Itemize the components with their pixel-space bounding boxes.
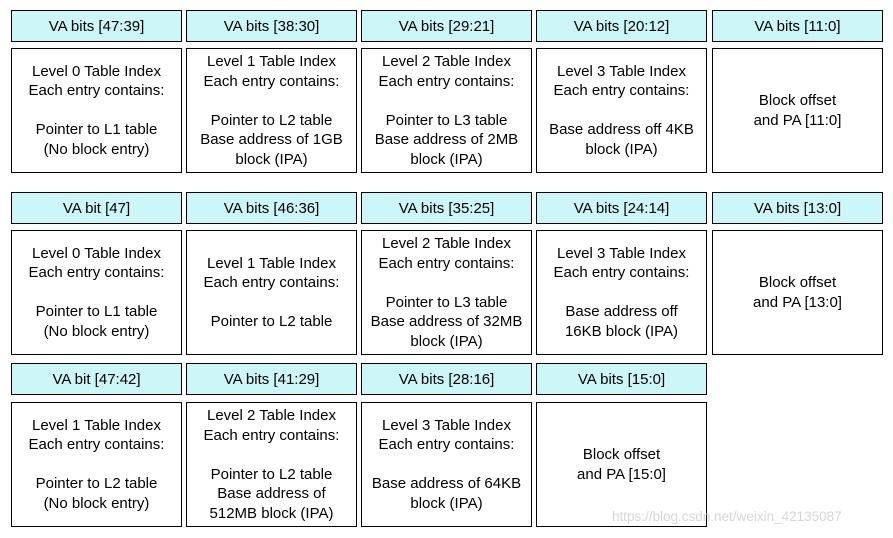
cell-line: Each entry contains:	[28, 436, 165, 454]
cell-line: Each entry contains:	[378, 72, 515, 90]
cell-line: Level 3 Table Index	[557, 244, 686, 262]
cell-line: Pointer to L2 table	[210, 313, 333, 330]
cell-line: Level 3 Table Index	[382, 416, 511, 434]
cell-line: Level 0 Table Index	[32, 62, 161, 80]
cell-line: Level 2 Table Index	[207, 407, 336, 424]
header-va-bits-47-39: VA bits [47:39]	[11, 10, 182, 42]
cell-line: Level 1 Table Index	[32, 416, 161, 434]
cell-line: Pointer to L2 table	[35, 475, 158, 493]
header-va-bits-46-36: VA bits [46:36]	[186, 192, 357, 224]
header-va-bits-29-21: VA bits [29:21]	[361, 10, 532, 42]
header-va-bits-24-14: VA bits [24:14]	[536, 192, 707, 224]
cell-line: block (IPA)	[585, 140, 658, 158]
cell-line: Block offset	[758, 92, 837, 109]
header-va-bits-41-29: VA bits [41:29]	[186, 363, 357, 395]
cell-line: Level 1 Table Index	[207, 254, 336, 272]
cell-line: Level 2 Table Index	[382, 53, 511, 70]
cell-line: and PA [11:0]	[753, 111, 842, 129]
cell-line: Level 3 Table Index	[557, 62, 686, 80]
cell-line: Pointer to L2 table	[210, 111, 333, 129]
header-va-bits-35-25: VA bits [35:25]	[361, 192, 532, 224]
cell-line: Each entry contains:	[28, 264, 165, 282]
level2-table-index-cell: Level 2 Table Index Each entry contains:…	[186, 402, 357, 527]
cell-line: Each entry contains:	[553, 82, 690, 100]
cell-line: block (IPA)	[410, 494, 483, 512]
cell-line: Pointer to L2 table	[210, 465, 333, 483]
level2-table-index-cell: Level 2 Table Index Each entry contains:…	[361, 48, 532, 173]
cell-line: Level 0 Table Index	[32, 244, 161, 262]
cell-line: Block offset	[758, 274, 837, 291]
cell-line: 16KB block (IPA)	[564, 322, 679, 340]
cell-line: Pointer to L1 table	[35, 303, 158, 321]
cell-line: Base address of 64KB	[371, 475, 522, 493]
level1-table-index-cell: Level 1 Table Index Each entry contains:…	[186, 48, 357, 173]
cell-line: Block offset	[582, 446, 661, 463]
cell-line: Base address off	[565, 303, 678, 321]
cell-line: Base address of	[217, 485, 326, 502]
block-offset-cell: Block offset and PA [13:0]	[712, 230, 883, 355]
header-va-bits-15-0: VA bits [15:0]	[536, 363, 707, 395]
level0-table-index-cell: Level 0 Table Index Each entry contains:…	[11, 230, 182, 355]
cell-line: (No block entry)	[43, 322, 150, 340]
cell-line: Base address of 1GB	[200, 131, 343, 148]
cell-line: Each entry contains:	[203, 72, 340, 90]
header-va-bits-11-0: VA bits [11:0]	[712, 10, 883, 42]
level3-table-index-cell: Level 3 Table Index Each entry contains:…	[536, 230, 707, 355]
cell-line: Level 2 Table Index	[382, 235, 511, 252]
cell-line: Each entry contains:	[378, 436, 515, 454]
header-va-bit-47-42: VA bit [47:42]	[11, 363, 182, 395]
header-va-bit-47: VA bit [47]	[11, 192, 182, 224]
header-va-bits-38-30: VA bits [38:30]	[186, 10, 357, 42]
level3-table-index-cell: Level 3 Table Index Each entry contains:…	[536, 48, 707, 173]
cell-line: Each entry contains:	[28, 82, 165, 100]
cell-line: (No block entry)	[43, 494, 150, 512]
cell-line: 512MB block (IPA)	[209, 504, 334, 522]
cell-line: Pointer to L3 table	[385, 293, 508, 311]
cell-line: Each entry contains:	[203, 274, 340, 291]
level3-table-index-cell: Level 3 Table Index Each entry contains:…	[361, 402, 532, 527]
cell-line: and PA [13:0]	[753, 293, 842, 311]
level0-table-index-cell: Level 0 Table Index Each entry contains:…	[11, 48, 182, 173]
header-va-bits-20-12: VA bits [20:12]	[536, 10, 707, 42]
cell-line: Each entry contains:	[553, 264, 690, 282]
cell-line: Level 1 Table Index	[207, 53, 336, 70]
block-offset-cell: Block offset and PA [11:0]	[712, 48, 883, 173]
cell-line: and PA [15:0]	[577, 465, 666, 483]
cell-line: (No block entry)	[43, 140, 150, 158]
level1-table-index-cell: Level 1 Table Index Each entry contains:…	[186, 230, 357, 355]
level1-table-index-cell: Level 1 Table Index Each entry contains:…	[11, 402, 182, 527]
cell-line: Base address of 2MB	[374, 131, 519, 148]
cell-line: Each entry contains:	[378, 254, 515, 272]
level2-table-index-cell: Level 2 Table Index Each entry contains:…	[361, 230, 532, 355]
watermark-url: https://blog.csdn.net/weixin_42135087	[612, 509, 842, 524]
cell-line: block (IPA)	[410, 150, 483, 168]
cell-line: block (IPA)	[410, 332, 483, 350]
cell-line: block (IPA)	[235, 150, 308, 168]
cell-line: Each entry contains:	[203, 426, 340, 444]
cell-line: Pointer to L1 table	[35, 121, 158, 139]
block-offset-cell: Block offset and PA [15:0]	[536, 402, 707, 527]
cell-line: Pointer to L3 table	[385, 111, 508, 129]
cell-line: Base address of 32MB	[370, 313, 523, 330]
header-va-bits-28-16: VA bits [28:16]	[361, 363, 532, 395]
cell-line: Base address off 4KB	[549, 121, 694, 139]
header-va-bits-13-0: VA bits [13:0]	[712, 192, 883, 224]
